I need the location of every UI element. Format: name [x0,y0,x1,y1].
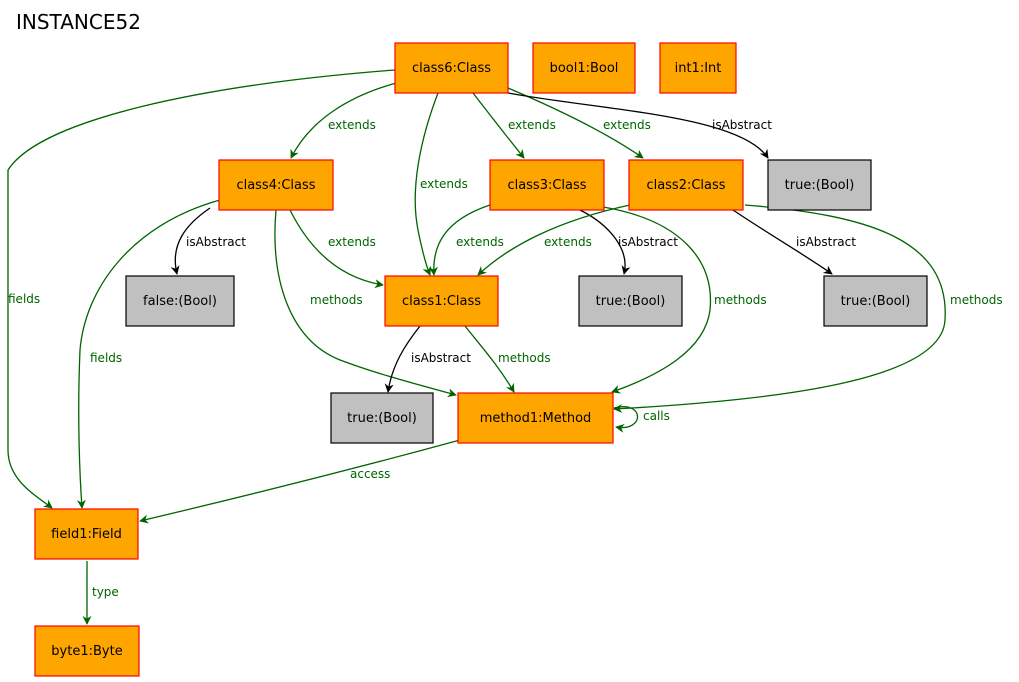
node-class6[interactable]: class6:Class [394,42,509,94]
edge-class6-extends-class4: extends [290,81,401,159]
node-label: class4:Class [236,178,315,193]
node-class4[interactable]: class4:Class [218,159,334,211]
node-label: true:(Bool) [347,411,417,426]
edge-label: isAbstract [186,235,246,249]
edge-label: access [350,467,390,481]
node-label: class3:Class [507,178,586,193]
node-int1[interactable]: int1:Int [659,42,737,94]
edge-class3-extends-class1: extends [428,204,504,276]
node-field1[interactable]: field1:Field [34,508,139,560]
edge-label: methods [310,293,363,307]
edge-label: calls [643,409,670,423]
edge-class4-methods-method1: methods [274,209,457,398]
edge-class1-isabstract-true: isAbstract [384,325,471,393]
edge-class4-fields-field1: fields [76,199,221,509]
edge-class4-isabstract-false: isAbstract [170,207,246,275]
node-label: class2:Class [646,178,725,193]
node-label: field1:Field [51,527,122,542]
node-true-bool-4[interactable]: true:(Bool) [330,392,434,444]
edge-label: extends [544,235,592,249]
node-class1[interactable]: class1:Class [384,275,499,327]
edge-class6-extends-class1: extends [414,92,468,276]
node-class3[interactable]: class3:Class [489,159,605,211]
edge-class6-isabstract-true: isAbstract [507,92,772,159]
node-false-bool[interactable]: false:(Bool) [125,275,235,327]
edge-class2-isabstract-true: isAbstract [729,207,856,275]
edge-label: fields [8,292,40,306]
edge-class2-extends-class1: extends [477,204,631,276]
node-byte1[interactable]: byte1:Byte [34,625,140,677]
node-label: true:(Bool) [785,178,855,193]
edge-class3-methods-method1: methods [602,206,767,394]
nodes: class6:Class bool1:Bool int1:Int class4:… [34,42,928,677]
node-bool1[interactable]: bool1:Bool [532,42,636,94]
edge-label: isAbstract [411,351,471,365]
edge-class6-fields-field1: fields [7,69,396,509]
node-label: true:(Bool) [596,294,666,309]
node-label: int1:Int [675,61,722,76]
node-label: class6:Class [412,61,491,76]
diagram-title: INSTANCE52 [16,10,141,34]
node-method1[interactable]: method1:Method [457,392,614,444]
edge-field1-type-byte1: type [82,561,119,625]
edge-method1-calls-method1: calls [613,406,670,433]
node-true-bool-3[interactable]: true:(Bool) [823,275,928,327]
edge-label: methods [950,293,1003,307]
node-true-bool-2[interactable]: true:(Bool) [578,275,683,327]
node-label: true:(Bool) [841,294,911,309]
edge-label: isAbstract [618,235,678,249]
edge-label: extends [456,235,504,249]
node-label: byte1:Byte [51,644,122,659]
edge-label: extends [328,118,376,132]
edges: fields extends extends extends extends i… [7,69,1003,625]
node-label: bool1:Bool [550,61,619,76]
edge-label: isAbstract [796,235,856,249]
edge-class1-methods-method1: methods [464,325,551,393]
edge-class2-methods-method1: methods [613,204,1003,414]
edge-label: extends [420,177,468,191]
edge-label: extends [508,118,556,132]
edge-label: methods [498,351,551,365]
edge-class4-extends-class1: extends [289,209,384,289]
edge-label: fields [90,351,122,365]
edge-label: extends [603,118,651,132]
node-label: class1:Class [402,294,481,309]
edge-class3-isabstract-true: isAbstract [579,209,678,275]
edge-class6-extends-class3: extends [472,92,556,159]
edge-label: extends [328,235,376,249]
edge-label: isAbstract [712,118,772,132]
edge-label: methods [714,293,767,307]
node-true-bool-1[interactable]: true:(Bool) [767,159,872,211]
node-label: false:(Bool) [143,294,217,309]
node-class2[interactable]: class2:Class [628,159,744,211]
edge-label: type [92,585,119,599]
edge-method1-access-field1: access [139,439,461,524]
node-label: method1:Method [480,411,592,426]
